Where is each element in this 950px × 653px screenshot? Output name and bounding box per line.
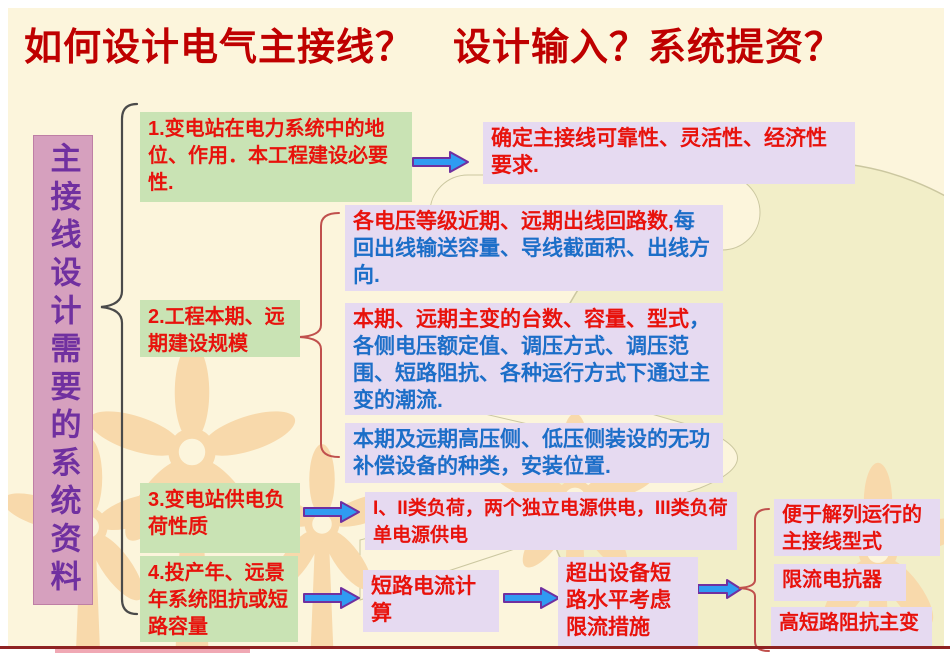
output-box-load-class: I、II类负荷，两个独立电源供电，III类负荷单电源供电 <box>365 492 737 550</box>
input-box-1: 1.变电站在电力系统中的地位、作用．本工程建设必要性. <box>140 112 412 202</box>
output-text-blue: 每回出线输送容量、导线截面积、出线方向. <box>353 210 710 287</box>
output-text-red: 各电压等级近期、远期出线回路数, <box>353 210 674 233</box>
slide-title: 如何设计电气主接线？ 设计输入？系统提资？ <box>24 27 844 69</box>
input-box-2: 2.工程本期、远期建设规模 <box>140 300 300 357</box>
outcome-box-reactor: 限流电抗器 <box>774 564 906 601</box>
output-box-limit-measures: 超出设备短路水平考虑限流措施 <box>558 557 698 646</box>
arrow-right-icon <box>412 151 469 173</box>
input-box-3: 3.变电站供电负荷性质 <box>140 483 300 553</box>
brace-outcomes-icon <box>738 508 770 652</box>
outcome-box-split-operation: 便于解列运行的主接线型式 <box>774 499 940 556</box>
input-box-4: 4.投产年、远景年系统阻抗或短路容量 <box>140 556 298 642</box>
slide-bottom-border <box>0 646 950 649</box>
arrow-right-icon <box>503 587 560 609</box>
output-text-red: 本期、远期主变的台数、容量、型式 <box>353 308 689 331</box>
brace-main-icon <box>100 102 139 616</box>
output-text-blue: 本期及远期高压侧、低压侧装设的无功补偿设备的种类，安装位置. <box>353 428 710 478</box>
slide-bottom-accent <box>55 649 250 653</box>
output-box-short-circuit-calc: 短路电流计算 <box>363 570 499 632</box>
output-box-reactive-compensation: 本期及远期高压侧、低压侧装设的无功补偿设备的种类，安装位置. <box>345 423 723 483</box>
sidebar-label: 主接线设计需要的系统资料 <box>45 142 81 598</box>
arrow-right-icon <box>303 587 360 609</box>
output-text-blue: ，各侧电压额定值、调压方式、调压范围、短路阻抗、各种运行方式下通过主变的潮流. <box>353 308 710 412</box>
brace-scale-icon <box>293 212 340 458</box>
sidebar-vertical-label-box: 主接线设计需要的系统资料 <box>33 135 93 605</box>
output-box-reliability: 确定主接线可靠性、灵活性、经济性要求. <box>483 122 855 184</box>
arrow-right-icon <box>697 579 742 599</box>
arrow-right-icon <box>303 501 360 523</box>
output-box-transformers: 本期、远期主变的台数、容量、型式，各侧电压额定值、调压方式、调压范围、短路阻抗、… <box>345 303 723 415</box>
output-box-outgoing-lines: 各电压等级近期、远期出线回路数,每回出线输送容量、导线截面积、出线方向. <box>345 205 723 291</box>
outcome-box-high-impedance: 高短路阻抗主变 <box>771 607 932 647</box>
